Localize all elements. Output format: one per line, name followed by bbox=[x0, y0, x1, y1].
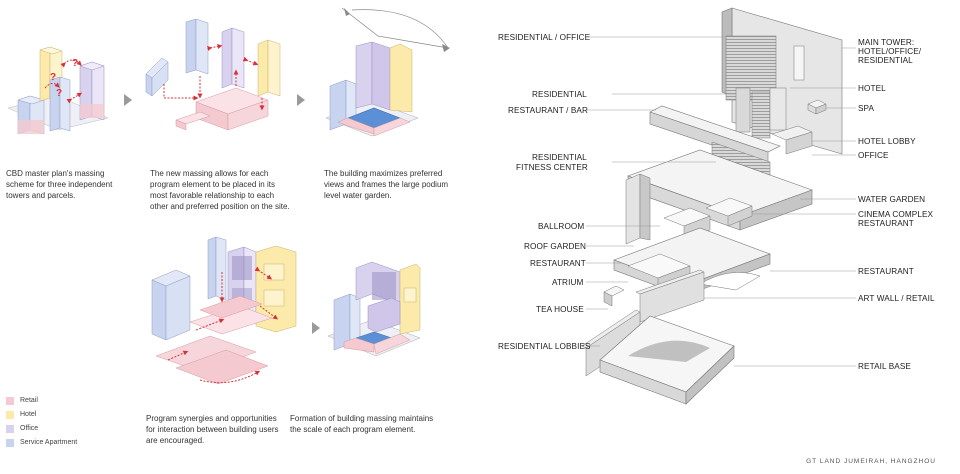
svg-text:?: ? bbox=[72, 58, 78, 69]
legend-label: Office bbox=[20, 425, 39, 432]
svg-text:?: ? bbox=[50, 72, 56, 83]
legend-label: Service Apartment bbox=[20, 439, 78, 446]
label-spa: SPA bbox=[858, 104, 875, 113]
label-atrium: ATRIUM bbox=[552, 278, 584, 287]
label-residential-fitness-2: FITNESS CENTER bbox=[516, 163, 588, 172]
label-residential: RESIDENTIAL bbox=[532, 90, 587, 99]
project-credit: GT LAND JUMEIRAH, HANGZHOU bbox=[806, 458, 936, 465]
legend-swatch-hotel bbox=[6, 410, 14, 419]
label-ballroom: BALLROOM bbox=[538, 222, 585, 231]
exploded-axonometric bbox=[581, 7, 856, 405]
label-roof-garden: ROOF GARDEN bbox=[524, 242, 587, 251]
label-residential-lobbies: RESIDENTIAL LOBBIES bbox=[498, 342, 591, 351]
caption-step2: The new massing allows for each program … bbox=[150, 169, 290, 211]
label-hotel: HOTEL bbox=[858, 84, 886, 93]
label-retail-base: RETAIL BASE bbox=[858, 362, 911, 371]
label-office: OFFICE bbox=[858, 151, 889, 160]
caption-step4: Program synergies and opportunities for … bbox=[146, 414, 279, 445]
step4-massing bbox=[151, 236, 297, 385]
caption-step1: CBD master plan's massing scheme for thr… bbox=[6, 169, 113, 200]
step5-massing bbox=[327, 261, 421, 357]
caption-step5: Formation of building massing maintains … bbox=[290, 414, 434, 434]
svg-text:?: ? bbox=[56, 88, 62, 99]
legend: Retail Hotel Office Service Apartment bbox=[6, 395, 77, 451]
label-residential-office: RESIDENTIAL / OFFICE bbox=[498, 33, 591, 42]
legend-item-apartment: Service Apartment bbox=[6, 437, 77, 448]
label-cinema-1: CINEMA COMPLEX bbox=[858, 210, 934, 219]
label-restaurant-left: RESTAURANT bbox=[530, 259, 586, 268]
label-main-tower-3: RESIDENTIAL bbox=[858, 56, 913, 65]
label-main-tower-1: MAIN TOWER: bbox=[858, 38, 915, 47]
label-tea-house: TEA HOUSE bbox=[536, 305, 584, 314]
label-restaurant-bar: RESTAURANT / BAR bbox=[508, 106, 588, 115]
step-arrow-3 bbox=[312, 322, 320, 334]
label-residential-fitness-1: RESIDENTIAL bbox=[532, 153, 587, 162]
leader-lines bbox=[586, 36, 856, 367]
label-art-wall: ART WALL / RETAIL bbox=[858, 294, 935, 303]
label-water-garden: WATER GARDEN bbox=[858, 195, 926, 204]
caption-step3: The building maximizes preferred views a… bbox=[324, 169, 449, 200]
legend-swatch-apartment bbox=[6, 438, 14, 447]
legend-label: Hotel bbox=[20, 411, 37, 418]
label-restaurant-right: RESTAURANT bbox=[858, 267, 914, 276]
legend-swatch-office bbox=[6, 424, 14, 433]
label-cinema-2: RESTAURANT bbox=[858, 219, 914, 228]
legend-item-retail: Retail bbox=[6, 395, 77, 406]
legend-item-hotel: Hotel bbox=[6, 409, 77, 420]
legend-label: Retail bbox=[20, 397, 38, 404]
step3-massing bbox=[325, 7, 450, 137]
step2-massing bbox=[145, 18, 281, 131]
legend-swatch-retail bbox=[6, 396, 14, 405]
legend-item-office: Office bbox=[6, 423, 77, 434]
step-arrow-2 bbox=[297, 94, 305, 106]
step-arrow-1 bbox=[124, 94, 132, 106]
label-main-tower-2: HOTEL/OFFICE/ bbox=[858, 47, 922, 56]
label-hotel-lobby: HOTEL LOBBY bbox=[858, 137, 916, 146]
step1-massing: ? ? ? bbox=[7, 46, 109, 135]
